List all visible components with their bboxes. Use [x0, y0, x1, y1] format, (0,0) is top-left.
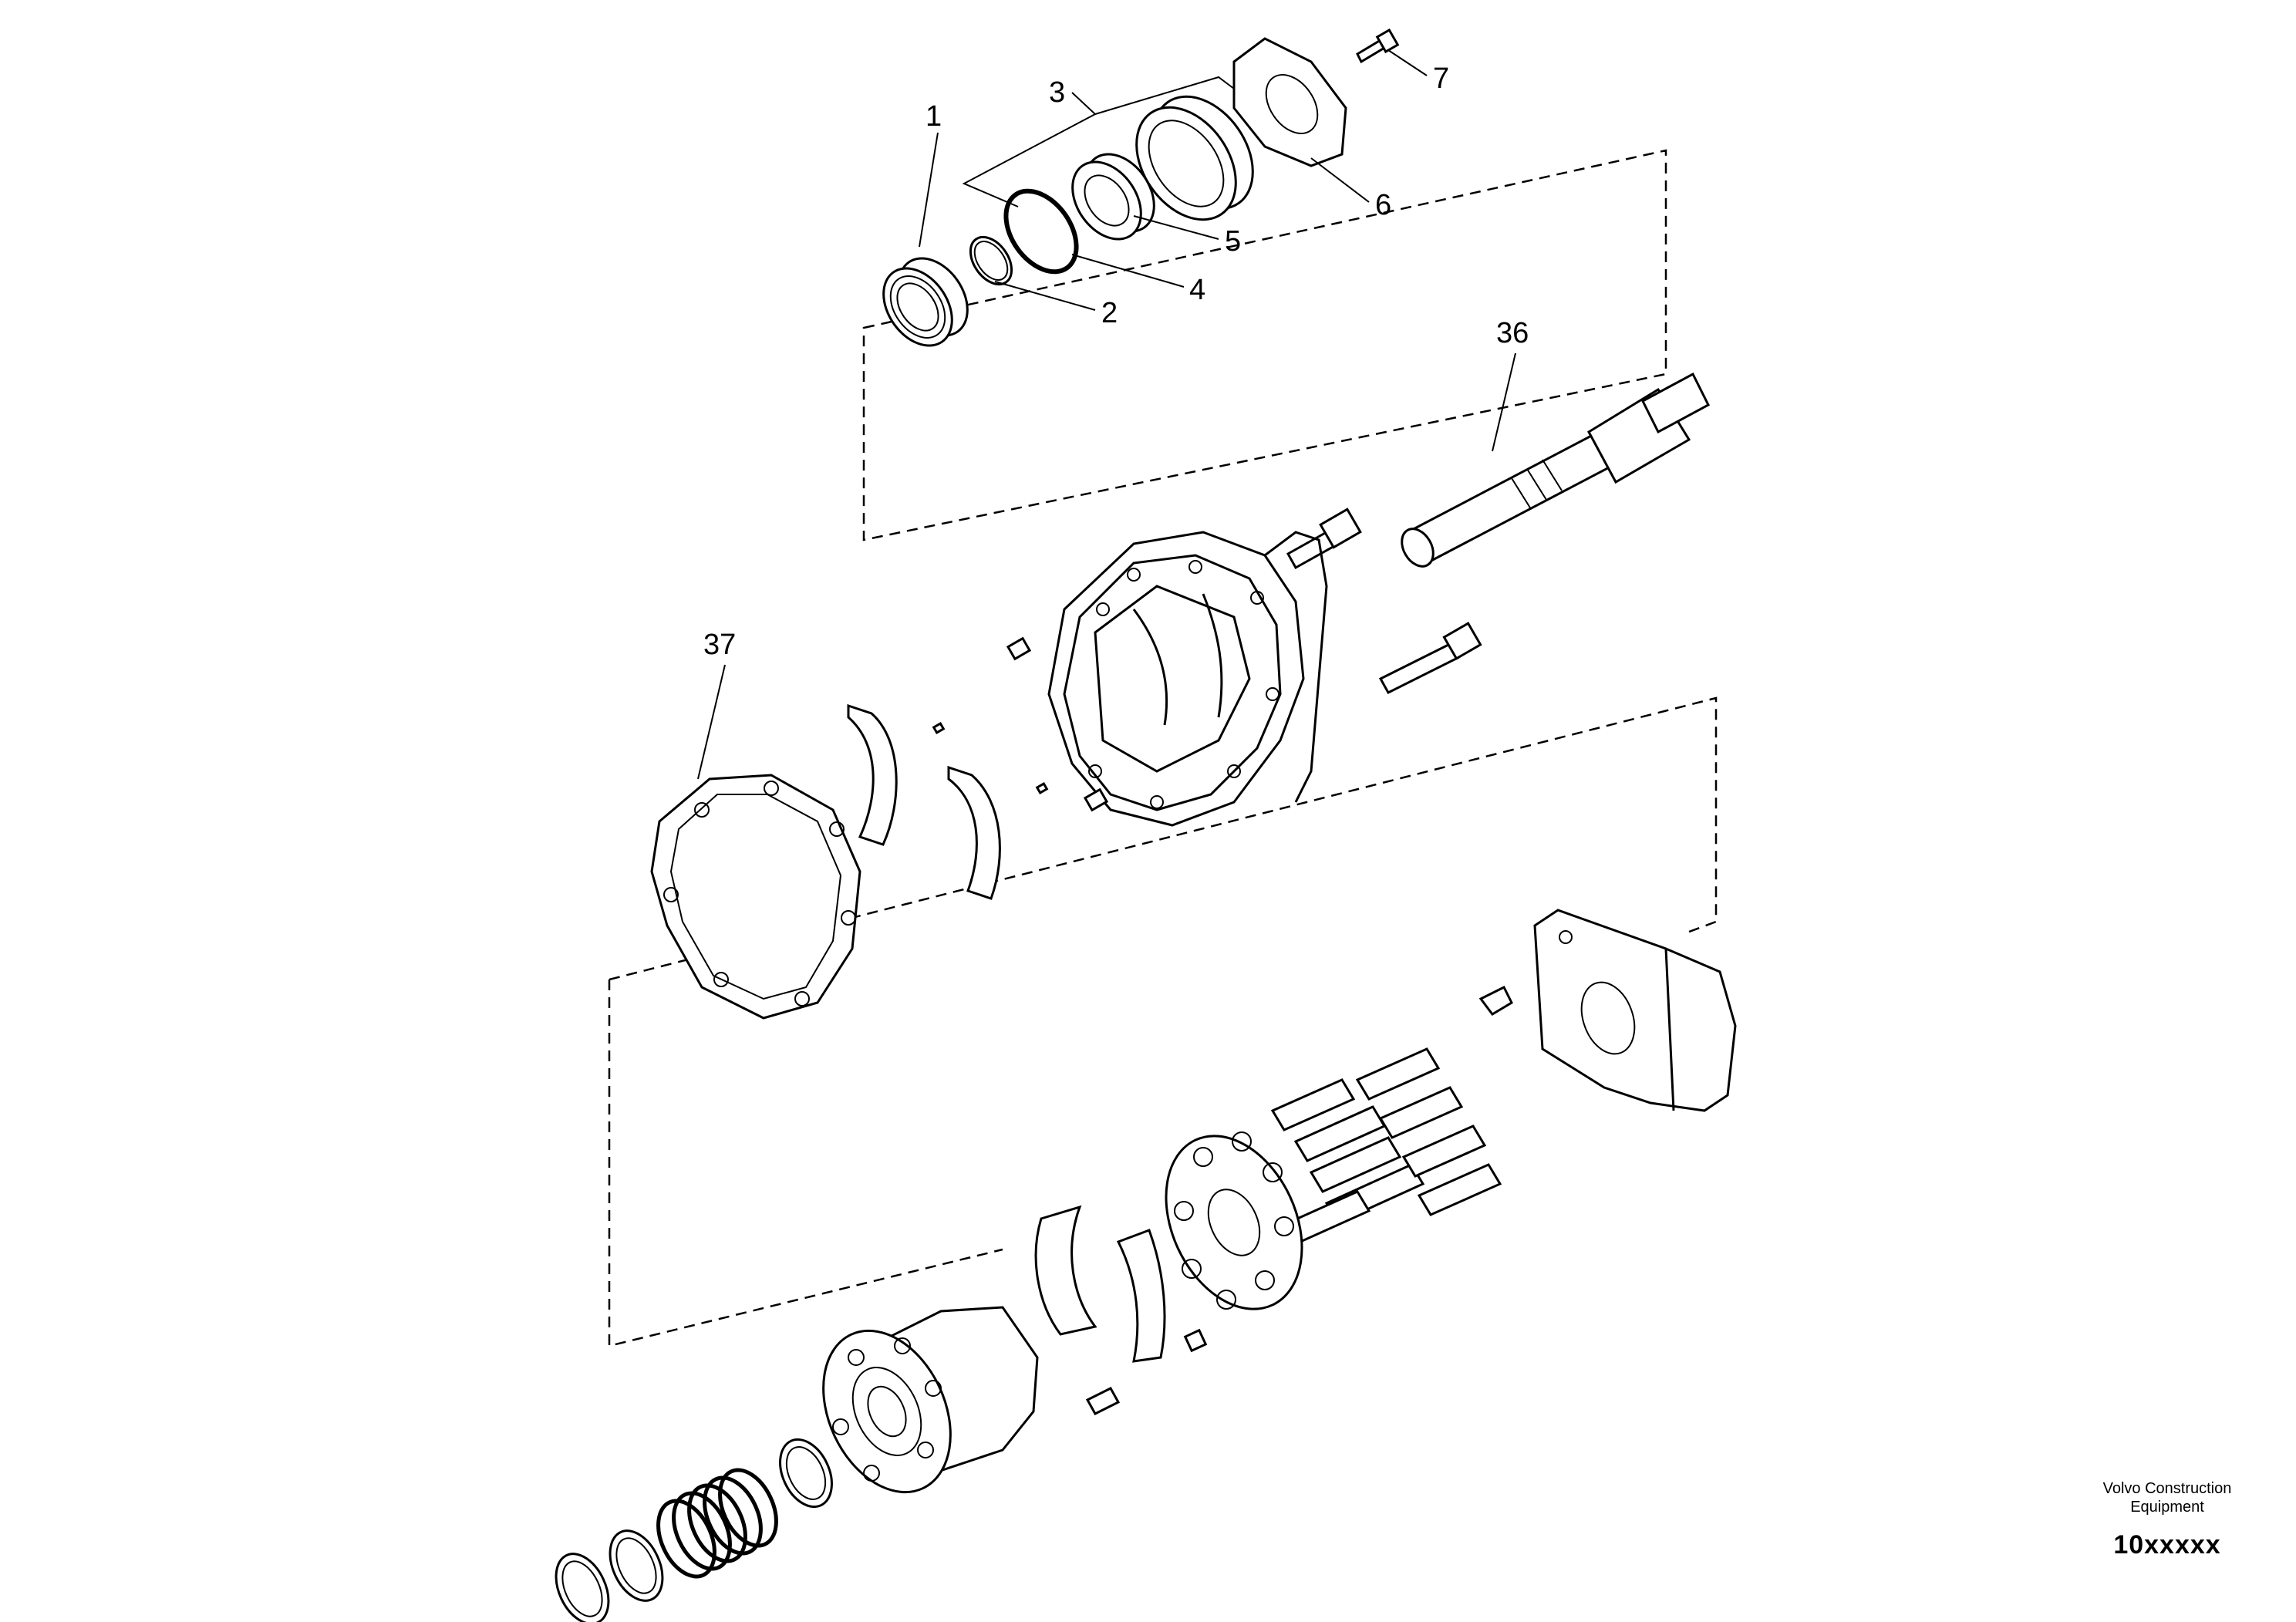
pins	[932, 636, 1109, 812]
drive-shaft-part-36	[1401, 372, 1710, 568]
swash-bearing-left	[847, 703, 898, 846]
retainer-plate	[1165, 1131, 1303, 1310]
swash-bearing-right	[947, 765, 1001, 900]
washer-small	[779, 1438, 833, 1509]
callout-7: 7	[1433, 62, 1449, 95]
spring	[656, 1468, 778, 1579]
callout-6: 6	[1375, 189, 1391, 221]
manufacturer-block: Volvo Construction Equipment 10xxxxx	[2052, 1479, 2283, 1560]
shoe-holder-right	[1116, 1229, 1166, 1363]
seal-ring-part-3	[1135, 95, 1254, 221]
leader-4	[1071, 254, 1185, 288]
bolt-upper	[1286, 508, 1362, 570]
gasket-part-37	[650, 774, 861, 1020]
callout-36: 36	[1496, 317, 1529, 349]
o-ring-part-4	[1003, 188, 1079, 275]
pump-housing	[1047, 531, 1328, 827]
upper-assembly-dashed-box	[862, 149, 1667, 541]
callout-4: 4	[1189, 274, 1205, 306]
leader-37	[697, 664, 726, 780]
washer-ring-a	[609, 1529, 664, 1602]
small-valve	[1478, 985, 1513, 1016]
callout-37: 37	[703, 629, 736, 661]
bearing-part-1	[882, 257, 969, 347]
leader-2	[994, 281, 1096, 311]
callout-5: 5	[1225, 225, 1241, 258]
callout-3: 3	[1049, 76, 1065, 109]
manufacturer-name-line2: Equipment	[2130, 1499, 2204, 1516]
callout-2: 2	[1101, 297, 1118, 329]
leader-3	[962, 76, 1235, 207]
manufacturer-name-line1: Volvo Construction	[2102, 1480, 2232, 1497]
callout-1: 1	[925, 100, 942, 133]
leader-7	[1387, 49, 1428, 76]
retainer-plate-part-6	[1232, 37, 1347, 167]
bolt-lower	[1378, 622, 1482, 694]
leader-1	[919, 132, 939, 248]
end-cover	[1533, 909, 1737, 1112]
small-screw-lower	[1085, 1328, 1208, 1415]
cylinder-block	[822, 1306, 1039, 1494]
lower-assembly-dashed-box	[608, 696, 1718, 1347]
leader-6	[1310, 157, 1370, 203]
leader-5	[1133, 215, 1219, 240]
pistons	[1270, 1047, 1502, 1247]
washer-ring-b	[555, 1553, 610, 1622]
screw-part-7	[1356, 28, 1400, 64]
shoe-holder-left	[1034, 1205, 1097, 1336]
drawing-code: 10xxxxx	[2113, 1530, 2221, 1560]
leader-36	[1492, 352, 1516, 452]
snap-ring-part-2	[969, 235, 1013, 286]
seal-part-5	[1071, 153, 1155, 241]
